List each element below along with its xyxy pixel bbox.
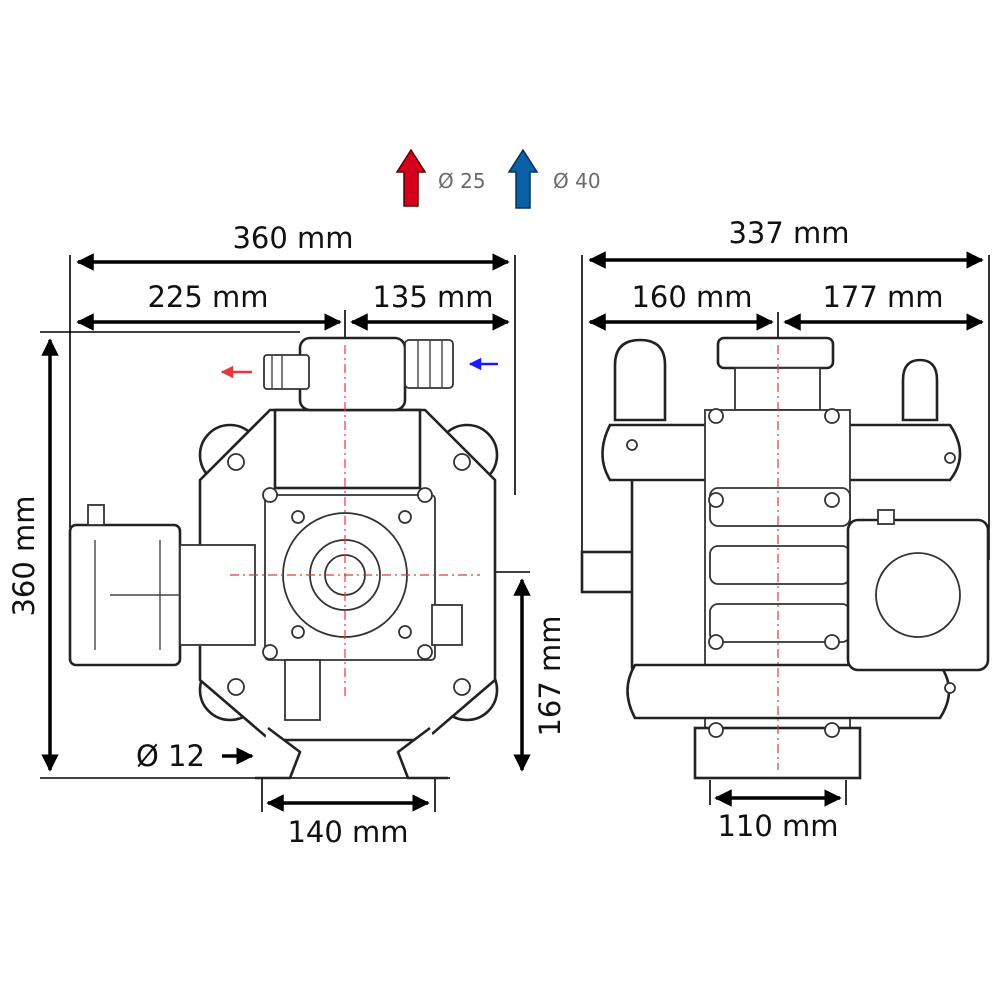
side-view: 337 mm 160 mm 177 mm 110 mm xyxy=(580,216,990,843)
side-left-width-label: 160 mm xyxy=(631,280,752,314)
side-right-width-label: 177 mm xyxy=(822,280,943,314)
side-base-width-label: 110 mm xyxy=(717,809,838,843)
front-pump-outline xyxy=(68,336,499,780)
front-total-height-label: 360 mm xyxy=(7,495,41,616)
front-view: 360 mm 225 mm 135 mm 360 mm 167 mm 140 m… xyxy=(7,221,567,849)
front-total-width-label: 360 mm xyxy=(232,221,353,255)
inlet-arrow-icon xyxy=(507,148,539,209)
outlet-diameter-label: Ø 25 xyxy=(438,169,486,193)
outlet-arrow-icon xyxy=(395,148,427,207)
side-total-width-label: 337 mm xyxy=(728,216,849,250)
front-left-width-label: 225 mm xyxy=(147,280,268,314)
front-mount-spacing-label: 140 mm xyxy=(287,815,408,849)
side-pump-outline xyxy=(580,336,990,780)
hole-diameter-label: Ø 12 xyxy=(136,739,205,773)
inlet-diameter-label: Ø 40 xyxy=(553,169,601,193)
front-shaft-height-label: 167 mm xyxy=(533,615,567,736)
front-right-width-label: 135 mm xyxy=(372,280,493,314)
legend: Ø 25 Ø 40 xyxy=(395,148,601,209)
